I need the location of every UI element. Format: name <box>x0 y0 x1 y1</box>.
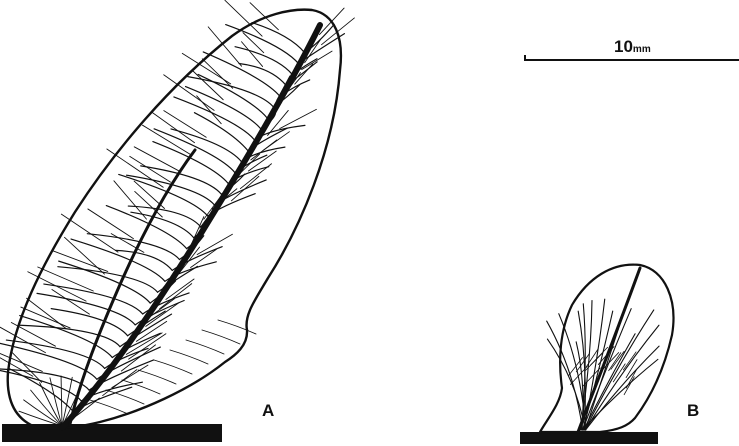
vein <box>143 125 191 154</box>
vein <box>225 0 262 36</box>
vein <box>61 376 62 426</box>
vein <box>0 369 89 390</box>
scale-bar: 10mm <box>524 37 739 61</box>
vein <box>250 3 278 30</box>
scale-bar-number: 10 <box>614 37 633 56</box>
vein <box>61 214 118 252</box>
vein <box>194 113 247 151</box>
vein <box>186 340 224 354</box>
vein <box>623 352 636 370</box>
vein <box>128 206 200 227</box>
vein <box>20 325 120 346</box>
specimen-a-label: A <box>262 401 274 420</box>
vein <box>319 8 344 35</box>
vein <box>154 360 192 374</box>
vein <box>50 378 62 426</box>
vein <box>202 330 240 344</box>
vein <box>6 340 104 368</box>
vein <box>90 400 128 414</box>
vein <box>170 350 208 364</box>
specimen-a: A <box>0 0 354 442</box>
specimen-b: B <box>520 265 699 444</box>
specimen-b-midrib <box>578 268 640 432</box>
vein <box>126 175 214 205</box>
vein <box>218 320 256 334</box>
vein <box>624 377 634 395</box>
specimen-a-midrib <box>62 25 320 428</box>
vein <box>263 132 289 151</box>
specimen-b-base <box>520 432 658 444</box>
specimen-b-label: B <box>687 401 699 420</box>
vein <box>226 25 299 64</box>
vein <box>114 181 147 219</box>
scale-bar-label: 10mm <box>614 37 651 56</box>
vein <box>106 390 144 404</box>
vein <box>138 370 176 384</box>
vein <box>116 250 173 270</box>
vein <box>322 18 355 45</box>
scale-bar-unit: mm <box>633 44 651 55</box>
